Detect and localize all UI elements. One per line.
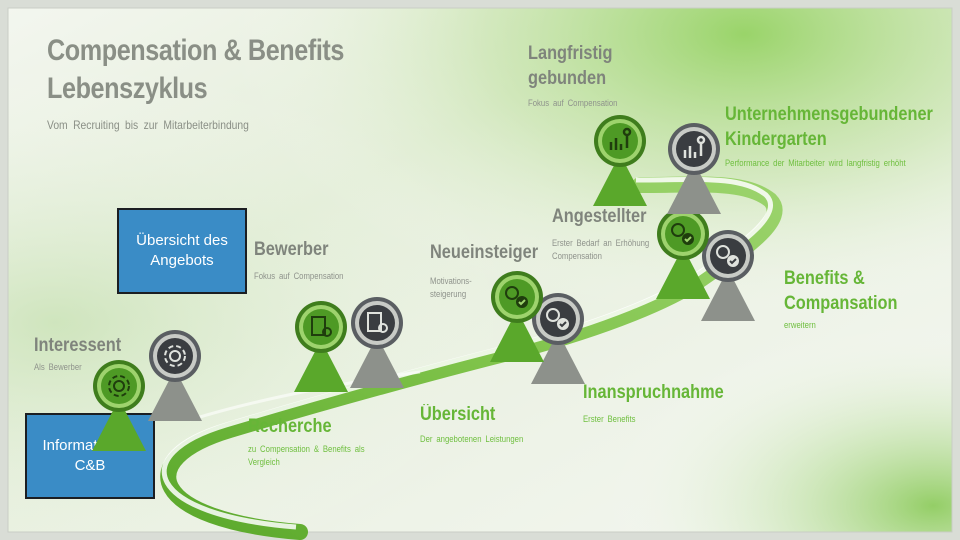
stage-langfristig-title-line2: gebunden xyxy=(528,68,607,89)
document-gear-icon xyxy=(367,312,388,333)
stage-bewerber-desc: Fokus auf Compensation xyxy=(254,271,344,281)
marker-bewerber-gray xyxy=(350,297,404,388)
chart-hand-icon xyxy=(609,127,632,150)
stage-inanspruchnahme-desc: Erster Benefits xyxy=(583,414,636,424)
stage-interessent-desc: Als Bewerber xyxy=(34,362,82,372)
stage-benefits-desc: erweitern xyxy=(784,320,816,330)
marker-angestellter-green xyxy=(656,208,710,299)
page-title: Compensation & Benefits Lebenszyklus xyxy=(47,32,344,108)
stage-kindergarten-title: Unternehmensgebundener Kindergarten xyxy=(725,102,933,152)
stage-angestellter-title: Angestellter xyxy=(552,206,647,227)
page-subtitle: Vom Recruiting bis zur Mitarbeiterbindun… xyxy=(47,118,249,132)
stage-langfristig-title: Langfristig gebunden xyxy=(528,41,612,91)
stage-angestellter-desc: Erster Bedarf an Erhöhung Compensation xyxy=(552,238,650,261)
marker-interessent-green xyxy=(92,360,146,451)
marker-langfristig-green xyxy=(593,115,647,206)
stage-interessent-title: Interessent xyxy=(34,335,122,356)
marker-neueinsteiger-gray xyxy=(531,293,585,384)
stage-benefits-title: Benefits & Compansation xyxy=(784,266,897,316)
stage-recherche-title: Recherche xyxy=(248,416,332,437)
box-uebersicht-angebot: Übersicht des Angebots xyxy=(117,208,247,294)
stage-uebersicht-desc: Der angebotenen Leistungen xyxy=(420,434,524,444)
gear-cycle-icon xyxy=(164,345,186,367)
stage-kindergarten-title-line2: Kindergarten xyxy=(725,129,827,150)
people-check-icon xyxy=(505,286,528,308)
marker-angestellter-gray xyxy=(701,230,755,321)
stage-inanspruchnahme-title: Inanspruchnahme xyxy=(583,382,724,403)
stage-recherche-desc: zu Compensation & Benefits als Vergleich xyxy=(248,444,365,467)
stage-kindergarten-desc: Performance der Mitarbeiter wird langfri… xyxy=(725,158,906,168)
gear-cycle-icon xyxy=(108,375,130,397)
marker-bewerber-green xyxy=(294,301,348,392)
people-check-icon xyxy=(546,308,569,330)
document-gear-icon xyxy=(311,316,332,337)
people-check-icon xyxy=(671,223,694,245)
stage-neueinsteiger-desc: Motivations-steigerung xyxy=(430,276,472,299)
marker-interessent-gray xyxy=(148,330,202,421)
stage-langfristig-title-line1: Langfristig xyxy=(528,43,613,64)
stage-kindergarten-title-line1: Unternehmensgebundener xyxy=(725,104,933,125)
box-uebersicht-angebot-label: Übersicht des Angebots xyxy=(136,232,228,269)
stage-benefits-title-line1: Benefits & xyxy=(784,268,865,289)
stage-langfristig-desc: Fokus auf Compensation xyxy=(528,98,618,108)
stage-neueinsteiger-title: Neueinsteiger xyxy=(430,242,539,263)
marker-neueinsteiger-green xyxy=(490,271,544,362)
chart-hand-icon xyxy=(683,135,706,158)
page-title-line2: Lebenszyklus xyxy=(47,72,208,105)
stage-uebersicht-title: Übersicht xyxy=(420,404,496,425)
page-title-line1: Compensation & Benefits xyxy=(47,34,344,67)
stage-benefits-title-line2: Compansation xyxy=(784,293,898,314)
people-check-icon xyxy=(716,245,739,267)
stage-bewerber-title: Bewerber xyxy=(254,239,329,260)
marker-langfristig-gray xyxy=(667,123,721,214)
